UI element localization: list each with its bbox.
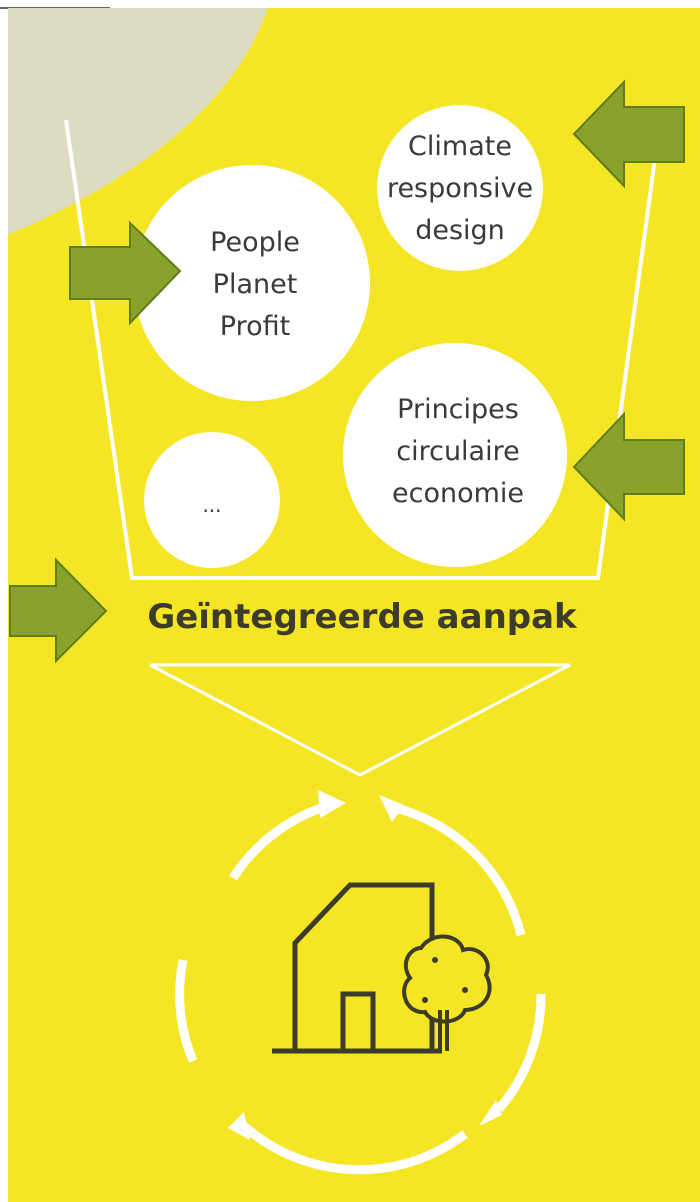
bubble-people-planet-profit: People Planet Profit xyxy=(134,165,370,401)
bubble-climate-line-1: Climate xyxy=(408,131,512,162)
arrow-right-icon-integrated xyxy=(9,557,108,664)
arrow-left-icon-circular xyxy=(572,411,685,522)
bubble-more-label: ... xyxy=(202,493,221,517)
bubble-circular-line-1: Principes xyxy=(397,394,519,425)
bubble-more: ... xyxy=(144,432,280,568)
arrow-left-icon-climate xyxy=(572,79,685,189)
funnel-outline xyxy=(64,119,657,777)
arrow-right-icon-people xyxy=(69,220,182,326)
bubble-climate-line-2: responsive xyxy=(387,173,533,204)
yellow-background xyxy=(8,8,700,1202)
bubble-people-line-2: Planet xyxy=(213,269,298,300)
bubble-climate-responsive-design: Climate responsive design xyxy=(377,105,543,271)
bubble-climate-line-3: design xyxy=(415,215,505,246)
integrated-approach-label: Geïntegreerde aanpak xyxy=(147,597,578,637)
circular-arrow-heads xyxy=(228,790,502,1140)
bubble-circular-line-3: economie xyxy=(392,478,524,509)
bubble-principes-circulaire-economie: Principes circulaire economie xyxy=(343,343,567,567)
bubble-circular-line-2: circulaire xyxy=(396,436,519,467)
bubble-people-line-1: People xyxy=(210,227,300,258)
house-with-tree-icon xyxy=(272,882,492,1054)
bubble-people-line-3: Profit xyxy=(220,311,290,342)
